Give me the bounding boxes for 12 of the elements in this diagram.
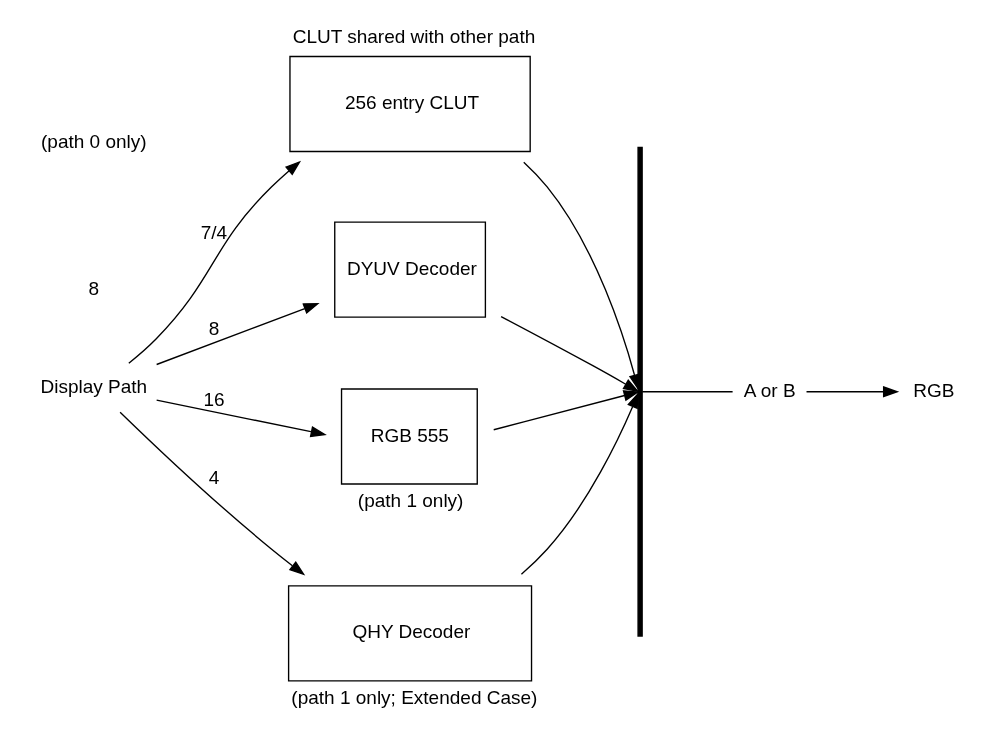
label: (path 0 only) [40, 131, 147, 153]
edge-label: 16 [202, 388, 225, 410]
node-label: (path 1 only; Extended Case) [290, 687, 537, 709]
label: 8 [88, 277, 99, 299]
node-text: RGB [912, 379, 955, 401]
node-label: (path 1 only) [357, 490, 463, 512]
edge-label: 4 [208, 467, 219, 489]
node-label: CLUT shared with other path [292, 26, 535, 48]
node-text: A or B [743, 379, 796, 401]
node-text: Display Path [40, 375, 147, 397]
edge-label: 7/4 [200, 221, 227, 243]
edge-label: 8 [208, 318, 219, 340]
